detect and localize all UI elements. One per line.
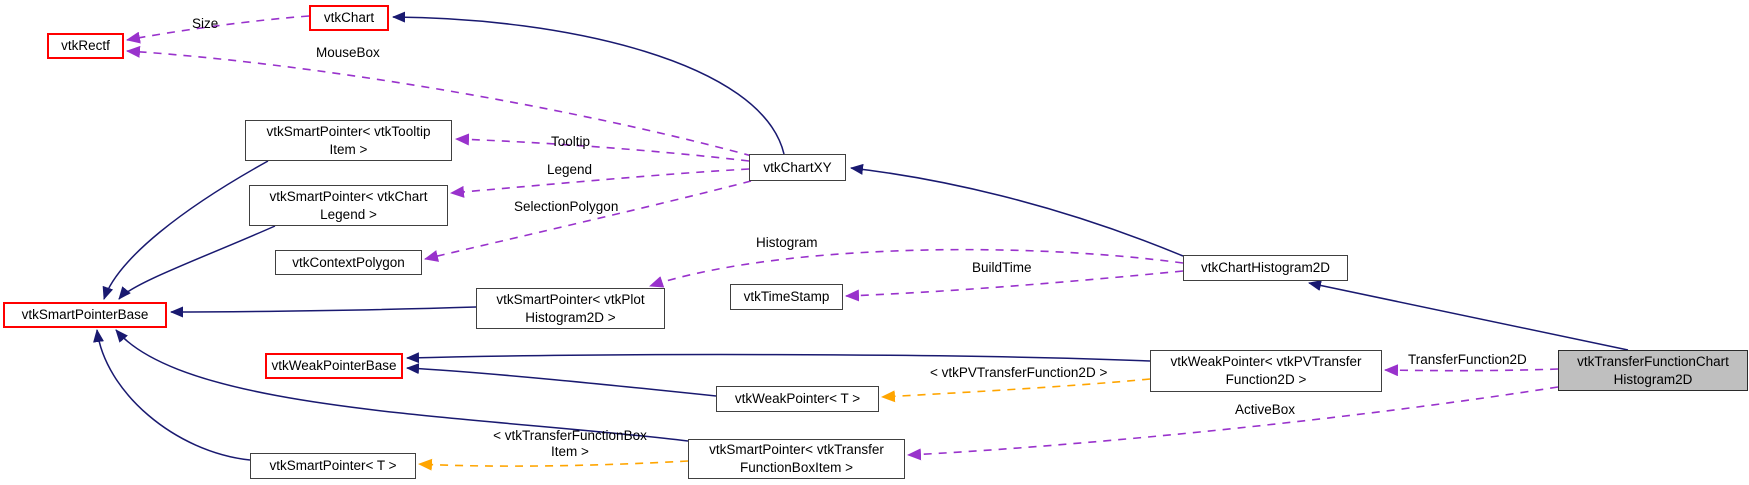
edge-histogram <box>649 248 1184 288</box>
edge-vtkcharthistogram2d-to-vtkchartxy <box>850 163 1184 257</box>
edge-vtktransferfunctioncharthistogram2d-to-vtkcharthistogram2d <box>1308 280 1629 351</box>
node-vtksmartpointer-vtkchartlegend[interactable]: vtkSmartPointer< vtkChart Legend > <box>249 185 448 226</box>
edge-tooltip <box>455 133 750 162</box>
node-vtksmartpointer-vtkplothistogram2d[interactable]: vtkSmartPointer< vtkPlot Histogram2D > <box>476 288 665 329</box>
node-vtkweakpointer-t[interactable]: vtkWeakPointer< T > <box>716 386 879 412</box>
edge-legend <box>450 168 750 198</box>
edge-activebox <box>907 386 1559 461</box>
edge-label-activebox: ActiveBox <box>1235 402 1296 417</box>
edge-vtkchartxy-to-vtkchart <box>392 11 785 155</box>
edge-label-template-pvtransferfunction2d: < vtkPVTransferFunction2D > <box>930 365 1108 380</box>
edge-weakpointer-pv-to-weakpointerbase <box>406 352 1151 364</box>
node-vtkchart[interactable]: vtkChart <box>309 5 389 31</box>
edge-label-selectionpolygon: SelectionPolygon <box>514 199 619 214</box>
edge-label-mousebox: MouseBox <box>316 45 380 60</box>
edge-weakpointer-t-to-weakpointerbase <box>406 363 717 397</box>
node-vtkchartxy[interactable]: vtkChartXY <box>749 154 846 181</box>
node-vtktransferfunctioncharthistogram2d: vtkTransferFunctionChart Histogram2D <box>1558 350 1748 391</box>
edge-smartpointer-plothistogram2d-to-smartpointerbase <box>170 306 477 318</box>
edge-label-legend: Legend <box>547 162 593 177</box>
node-vtkweakpointer-vtkpvtransferfunction2d[interactable]: vtkWeakPointer< vtkPVTransfer Function2D… <box>1150 350 1382 392</box>
edge-transferfunction2d <box>1384 364 1559 377</box>
node-vtkweakpointerbase[interactable]: vtkWeakPointerBase <box>265 353 403 379</box>
node-vtkcontextpolygon[interactable]: vtkContextPolygon <box>275 250 422 275</box>
node-vtksmartpointer-vtktooltipitem[interactable]: vtkSmartPointer< vtkTooltip Item > <box>245 120 452 161</box>
edge-size <box>126 15 310 44</box>
edge-smartpointer-chartlegend-to-smartpointerbase <box>118 225 276 300</box>
edge-mousebox <box>126 45 753 157</box>
edge-label-transferfunction2d: TransferFunction2D <box>1408 352 1527 367</box>
node-vtksmartpointer-vtktransferfunctionboxitem[interactable]: vtkSmartPointer< vtkTransfer FunctionBox… <box>688 439 905 479</box>
node-vtksmartpointerbase[interactable]: vtkSmartPointerBase <box>3 302 167 328</box>
edge-template-transferfunctionboxitem <box>418 458 689 471</box>
edge-label-size: Size <box>192 16 219 31</box>
node-vtktimestamp[interactable]: vtkTimeStamp <box>730 284 843 310</box>
edge-smartpointer-boxitem-to-smartpointerbase <box>115 329 689 442</box>
edge-template-pvtransferfunction2d <box>881 378 1151 403</box>
node-vtkcharthistogram2d[interactable]: vtkChartHistogram2D <box>1183 255 1348 281</box>
node-vtkrectf[interactable]: vtkRectf <box>47 33 124 59</box>
edge-selectionpolygon <box>424 180 752 262</box>
edge-smartpointer-tooltipitem-to-smartpointerbase <box>102 160 269 300</box>
edge-smartpointer-t-to-smartpointerbase <box>93 329 251 461</box>
edge-buildtime <box>845 270 1184 302</box>
node-vtksmartpointer-t[interactable]: vtkSmartPointer< T > <box>250 453 416 479</box>
edge-label-tooltip: Tooltip <box>551 134 591 149</box>
edge-label-template-transferfunctionboxitem: < vtkTransferFunctionBox Item > <box>493 428 647 459</box>
edge-label-histogram: Histogram <box>756 235 818 250</box>
edge-label-buildtime: BuildTime <box>972 260 1032 275</box>
